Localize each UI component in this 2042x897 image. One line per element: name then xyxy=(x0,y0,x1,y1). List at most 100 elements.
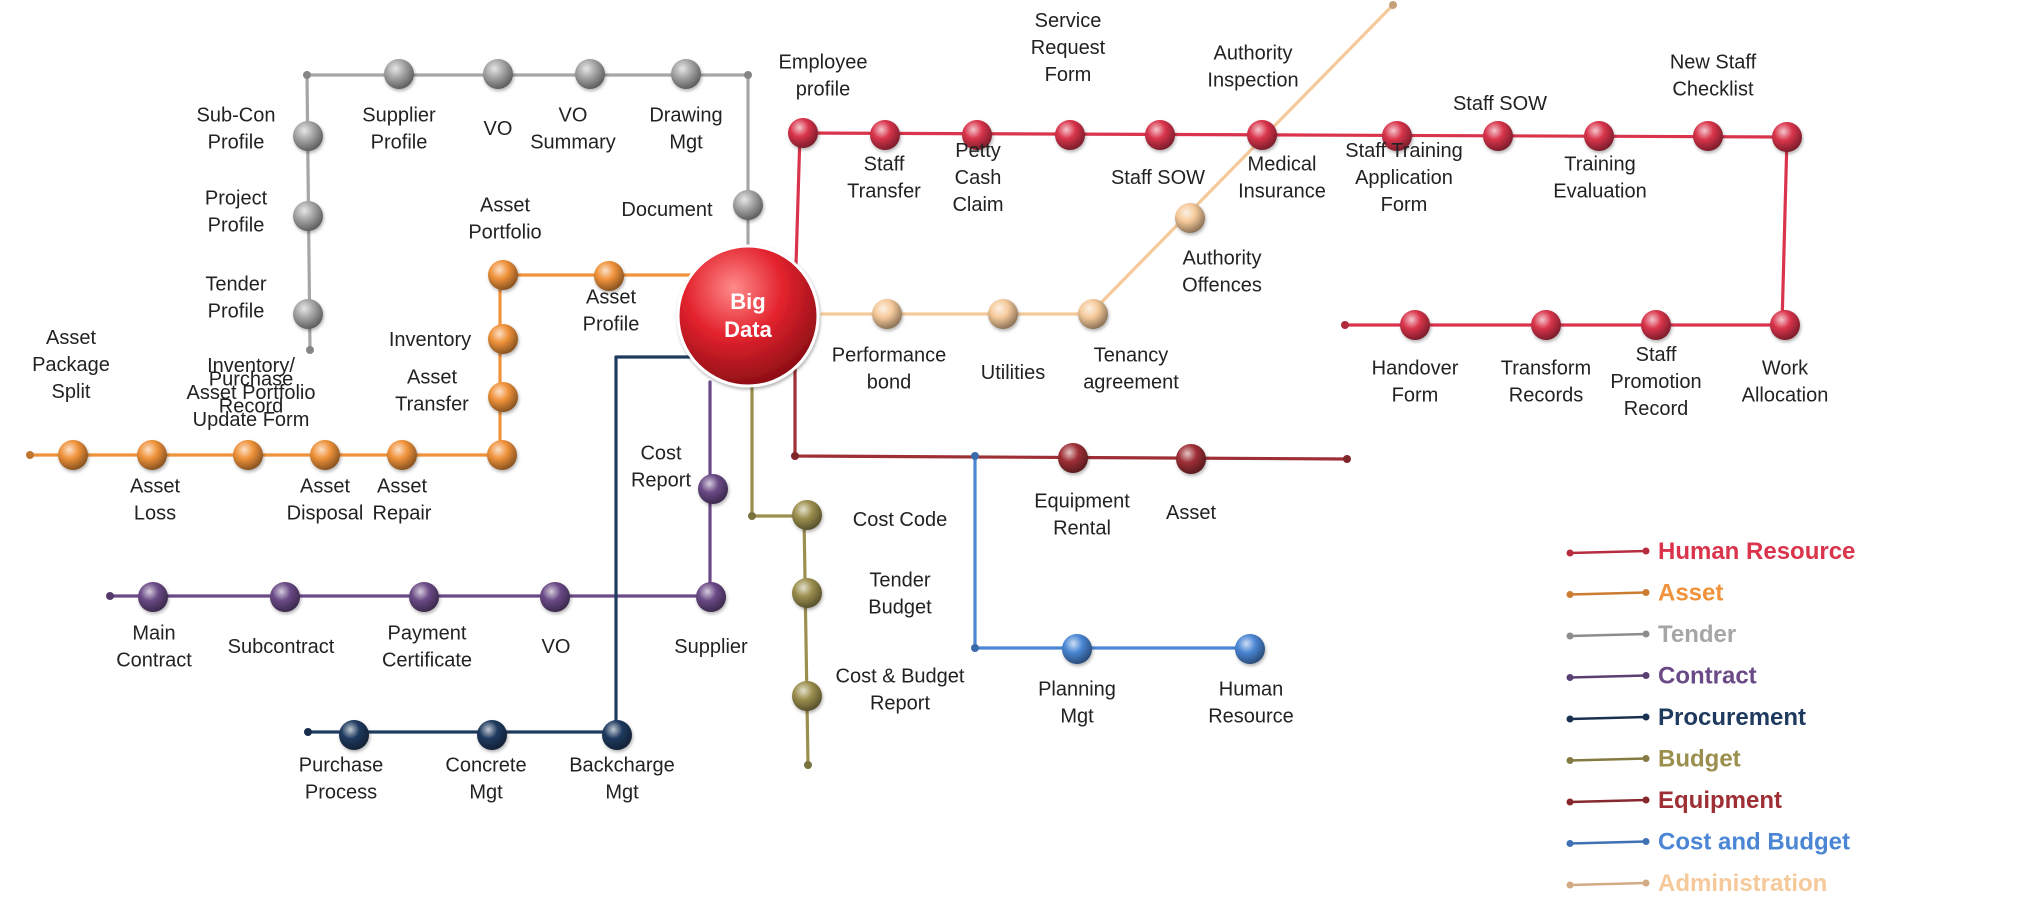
station-label-line: Insurance xyxy=(1238,181,1326,203)
station-asset[interactable] xyxy=(487,440,517,470)
station-hr[interactable] xyxy=(1772,122,1802,152)
station-label-line: Certificate xyxy=(382,650,472,672)
station-label-line: Cost & Budget xyxy=(836,666,965,688)
station-admin[interactable] xyxy=(872,299,902,329)
station-contract[interactable] xyxy=(270,582,300,612)
station-tender[interactable] xyxy=(733,190,763,220)
station-asset[interactable] xyxy=(594,261,624,291)
station-label-line: Main xyxy=(132,623,175,645)
station-admin[interactable] xyxy=(1175,203,1205,233)
station-contract[interactable] xyxy=(696,582,726,612)
station-tender[interactable] xyxy=(293,121,323,151)
station-label-line: Utilities xyxy=(981,362,1045,384)
station-label-line: VO xyxy=(484,118,513,140)
legend-swatch-end xyxy=(1566,549,1574,557)
station-hr[interactable] xyxy=(870,120,900,150)
station-costbudget[interactable] xyxy=(1235,634,1265,664)
station-costbudget[interactable] xyxy=(1062,634,1092,664)
stations xyxy=(58,59,1802,750)
station-tender[interactable] xyxy=(384,59,414,89)
station-label-line: Records xyxy=(1509,385,1583,407)
big-data-hub[interactable] xyxy=(676,244,820,388)
station-asset[interactable] xyxy=(488,260,518,290)
station-equipment[interactable] xyxy=(1176,444,1206,474)
station-label-line: Profile xyxy=(208,215,265,237)
station-label-line: Mgt xyxy=(1060,706,1094,728)
station-asset[interactable] xyxy=(488,382,518,412)
station-asset[interactable] xyxy=(233,440,263,470)
legend-swatch-end xyxy=(1566,881,1574,889)
station-hr[interactable] xyxy=(788,118,818,148)
station-asset[interactable] xyxy=(58,440,88,470)
legend-swatch-costbudget xyxy=(1569,840,1647,845)
station-procurement[interactable] xyxy=(602,720,632,750)
station-budget[interactable] xyxy=(792,578,822,608)
station-hr[interactable] xyxy=(962,120,992,150)
station-contract[interactable] xyxy=(698,474,728,504)
station-label-line: Transfer xyxy=(847,181,921,203)
station-hr[interactable] xyxy=(1584,121,1614,151)
station-hr[interactable] xyxy=(1531,310,1561,340)
legend-swatch-end xyxy=(1642,838,1650,845)
station-label-line: Authority xyxy=(1183,248,1262,270)
station-hr[interactable] xyxy=(1641,310,1671,340)
station-label: Document xyxy=(621,199,713,221)
station-contract[interactable] xyxy=(409,582,439,612)
station-label-line: Request xyxy=(1031,37,1106,59)
station-tender[interactable] xyxy=(483,59,513,89)
station-budget[interactable] xyxy=(792,681,822,711)
station-asset[interactable] xyxy=(137,440,167,470)
station-hr[interactable] xyxy=(1400,310,1430,340)
station-label: Utilities xyxy=(981,362,1045,384)
station-label-line: Process xyxy=(305,782,377,804)
station-label-line: Concrete xyxy=(445,755,526,777)
station-label-line: Application xyxy=(1355,167,1453,189)
station-equipment[interactable] xyxy=(1058,443,1088,473)
station-label-line: Cost xyxy=(640,443,682,465)
station-label-line: Transform xyxy=(1501,358,1591,380)
station-hr[interactable] xyxy=(1055,120,1085,150)
station-budget[interactable] xyxy=(792,500,822,530)
station-hr[interactable] xyxy=(1770,310,1800,340)
legend-swatch-end xyxy=(1566,715,1574,723)
station-tender[interactable] xyxy=(293,201,323,231)
station-tender[interactable] xyxy=(293,299,323,329)
station-label-line: Staff SOW xyxy=(1453,93,1547,115)
line-terminal xyxy=(971,452,979,460)
station-procurement[interactable] xyxy=(339,720,369,750)
station-procurement[interactable] xyxy=(477,720,507,750)
station-label-line: Evaluation xyxy=(1553,181,1646,203)
station-contract[interactable] xyxy=(540,582,570,612)
station-hr[interactable] xyxy=(1483,121,1513,151)
station-hr[interactable] xyxy=(1382,121,1412,151)
station-contract[interactable] xyxy=(138,582,168,612)
station-label: Cost Code xyxy=(853,509,948,531)
route-line-hr xyxy=(798,131,1789,139)
station-label-line: Purchase xyxy=(299,755,384,777)
legend-swatch-budget xyxy=(1569,757,1647,762)
station-tender[interactable] xyxy=(671,59,701,89)
station-label: Asset xyxy=(1166,502,1216,524)
station-admin[interactable] xyxy=(988,299,1018,329)
station-tender[interactable] xyxy=(575,59,605,89)
station-hr[interactable] xyxy=(1145,120,1175,150)
station-label-line: Asset xyxy=(1166,502,1216,524)
station-hr[interactable] xyxy=(1247,120,1277,150)
legend: Human ResourceAssetTenderContractProcure… xyxy=(1566,538,1855,897)
station-label-line: Authority xyxy=(1214,43,1293,65)
station-admin[interactable] xyxy=(1078,299,1108,329)
station-asset[interactable] xyxy=(488,324,518,354)
station-asset[interactable] xyxy=(310,440,340,470)
station-hr[interactable] xyxy=(1693,121,1723,151)
station-label-line: Record xyxy=(219,396,283,418)
station-asset[interactable] xyxy=(387,440,417,470)
station-label-line: Handover xyxy=(1372,358,1459,380)
